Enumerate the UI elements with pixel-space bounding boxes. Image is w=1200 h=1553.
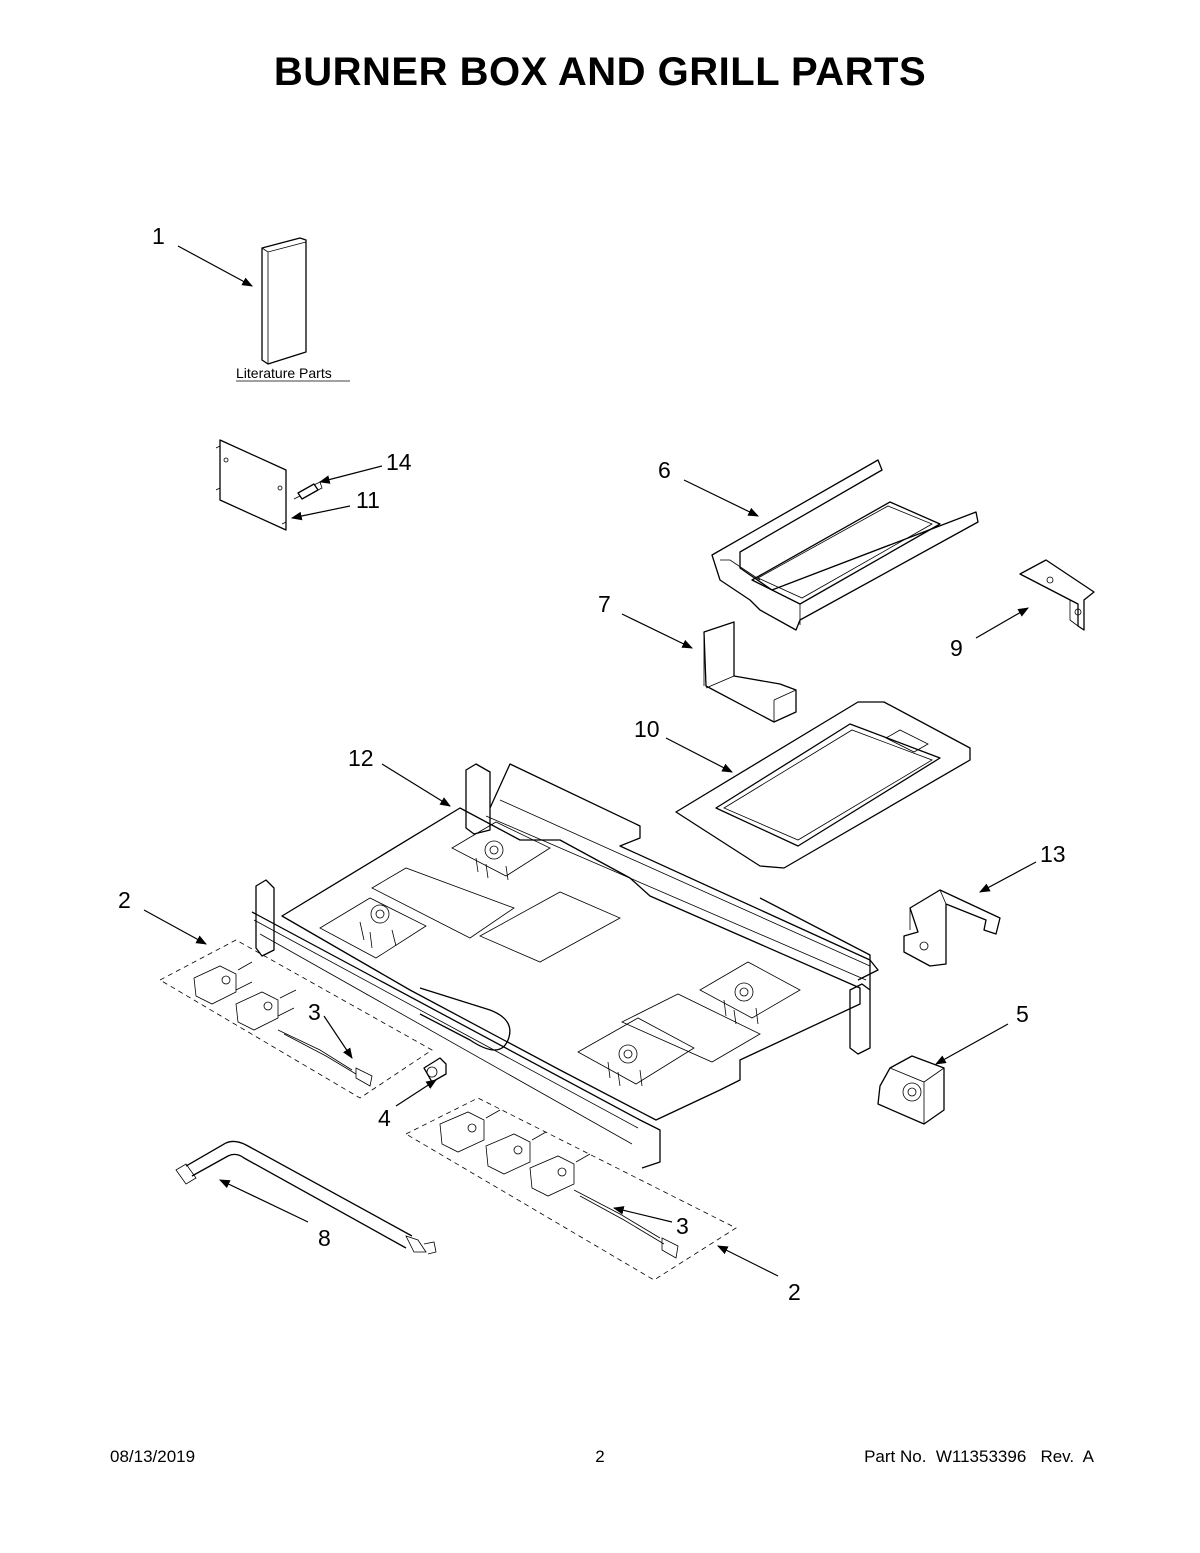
grill-tray-6 bbox=[711, 459, 979, 631]
footer-page-number: 2 bbox=[595, 1447, 605, 1466]
callout-1: 1 bbox=[152, 223, 165, 249]
screw-14 bbox=[293, 481, 323, 500]
footer-date: 08/13/2019 bbox=[110, 1447, 196, 1466]
bracket-13 bbox=[903, 889, 1001, 967]
footer-part-number: Part No. W11353396 Rev. A bbox=[864, 1447, 1094, 1466]
manifold-tube-8 bbox=[175, 1140, 437, 1255]
callout-12: 12 bbox=[348, 745, 374, 771]
callout-6: 6 bbox=[658, 457, 671, 483]
page-title: BURNER BOX AND GRILL PARTS bbox=[273, 50, 927, 94]
valve-group-left-2 bbox=[159, 939, 433, 1099]
callout-9: 9 bbox=[950, 635, 963, 661]
callout-8: 8 bbox=[318, 1225, 331, 1251]
callout-3-left: 3 bbox=[308, 999, 321, 1025]
spark-module-5 bbox=[877, 1055, 945, 1125]
drip-pan-10 bbox=[675, 701, 971, 869]
callout-11: 11 bbox=[356, 487, 380, 513]
callout-numbers: 1 14 11 6 7 9 10 12 13 2 3 5 4 3 8 2 bbox=[118, 223, 1066, 1305]
bracket-plate-11 bbox=[215, 439, 287, 531]
callout-4: 4 bbox=[378, 1105, 391, 1131]
callout-2-left: 2 bbox=[118, 887, 131, 913]
callout-10: 10 bbox=[634, 716, 660, 742]
bracket-9 bbox=[1019, 559, 1095, 631]
callout-13: 13 bbox=[1040, 841, 1066, 867]
callout-14: 14 bbox=[386, 449, 412, 475]
leader-arrows bbox=[143, 245, 1037, 1277]
callout-7: 7 bbox=[598, 591, 611, 617]
valve-group-right-2 bbox=[405, 1097, 737, 1281]
fitting-4 bbox=[423, 1057, 447, 1083]
drip-chute-7 bbox=[703, 621, 797, 723]
burner-box-12 bbox=[251, 763, 879, 1169]
callout-3-right: 3 bbox=[676, 1213, 689, 1239]
literature-parts-booklet: Literature Parts bbox=[236, 237, 350, 382]
literature-parts-label: Literature Parts bbox=[236, 365, 332, 381]
callout-2-right: 2 bbox=[788, 1279, 801, 1305]
callout-5: 5 bbox=[1016, 1001, 1029, 1027]
